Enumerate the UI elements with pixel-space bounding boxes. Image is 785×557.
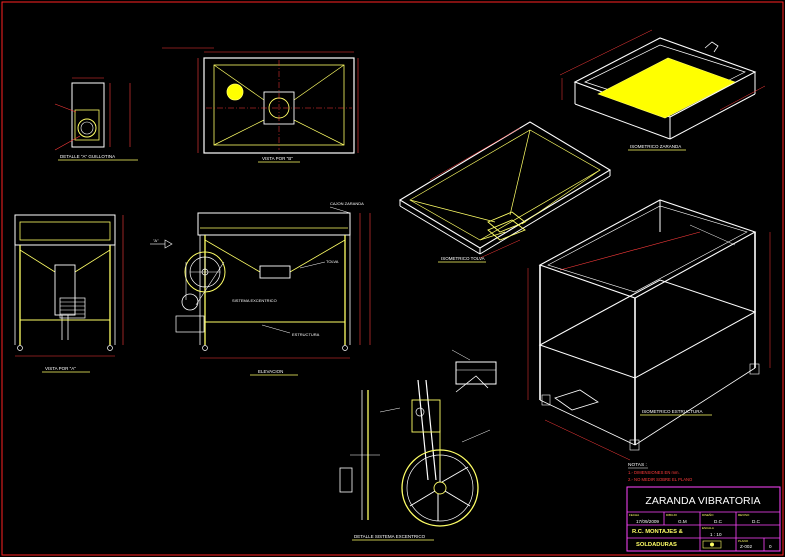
logo-mark (702, 540, 722, 549)
rev-value: 0 (769, 544, 772, 549)
elevation-title: ELEVACION (258, 369, 283, 374)
label-callout-a: "A" (153, 238, 159, 243)
drawn-value: G.M (678, 519, 687, 524)
notes-heading: NOTAS : (628, 462, 647, 468)
title-block-title: ZARANDA VIBRATORIA (645, 495, 760, 507)
elevation-view: CAJON ZARANDA TOLVA SISTEMA EXCENTRICO E… (150, 201, 371, 376)
detail-a-title: DETALLE "A" GUILLOTINA (60, 154, 115, 159)
design-label: DISEÑO (702, 512, 714, 517)
company-line-2: SOLDADURAS (636, 542, 677, 548)
eccentric-detail: DETALLE SISTEMA EXCENTRICO (339, 349, 497, 541)
title-block: ZARANDA VIBRATORIA FECHA 17/09/2009 DIBU… (626, 486, 781, 552)
check-value: D.C (752, 519, 761, 524)
date-label: FECHA (629, 513, 639, 517)
logo-mark-dot (710, 542, 714, 547)
view-b-title: VISTA POR "B" (262, 156, 293, 161)
iso-structure-title: ISOMETRICO ESTRUCTURA (642, 409, 703, 414)
label-zaranda: CAJON ZARANDA (330, 201, 364, 206)
notes-line-2: 2.- NO MEDIR SOBRE EL PLANO (628, 477, 693, 482)
iso-hopper-title: ISOMETRICO TOLVA (441, 256, 485, 261)
date-value: 17/09/2009 (636, 519, 659, 524)
scale-value: 1 : 10 (710, 532, 722, 537)
design-value: D.C (714, 519, 723, 524)
eccentric-detail-title: DETALLE SISTEMA EXCENTRICO (354, 534, 426, 539)
drawn-label: DIBUJO (666, 513, 678, 517)
iso-structure: ISOMETRICO ESTRUCTURA (527, 199, 771, 461)
detail-a-guillotine: DETALLE "A" GUILLOTINA (54, 77, 138, 161)
view-a-title: VISTA POR "A" (45, 366, 76, 371)
company-line-1: R.C. MONTAJES & (632, 529, 683, 535)
sheet-value: Z-002 (740, 544, 752, 549)
sheet-label: PLANO (738, 539, 749, 543)
label-tolva: TOLVA (326, 259, 339, 264)
view-a-side: VISTA POR "A" (14, 214, 124, 373)
notes-block: NOTAS : 1.- DIMENSIONES EN mm. 2.- NO ME… (628, 462, 693, 482)
notes-line-1: 1.- DIMENSIONES EN mm. (628, 470, 680, 475)
label-sistema-excentrico: SISTEMA EXCENTRICO (232, 298, 277, 303)
label-estructura: ESTRUCTURA (292, 332, 320, 337)
view-b-plan: VISTA POR "B" (162, 47, 359, 163)
check-label: REVISO (738, 513, 750, 517)
iso-screen-title: ISOMETRICO ZARANDA (630, 144, 681, 149)
iso-screen: ISOMETRICO ZARANDA (559, 29, 766, 151)
iso-hopper: ISOMETRICO TOLVA (398, 121, 612, 263)
scale-label: ESCALA (702, 526, 714, 530)
